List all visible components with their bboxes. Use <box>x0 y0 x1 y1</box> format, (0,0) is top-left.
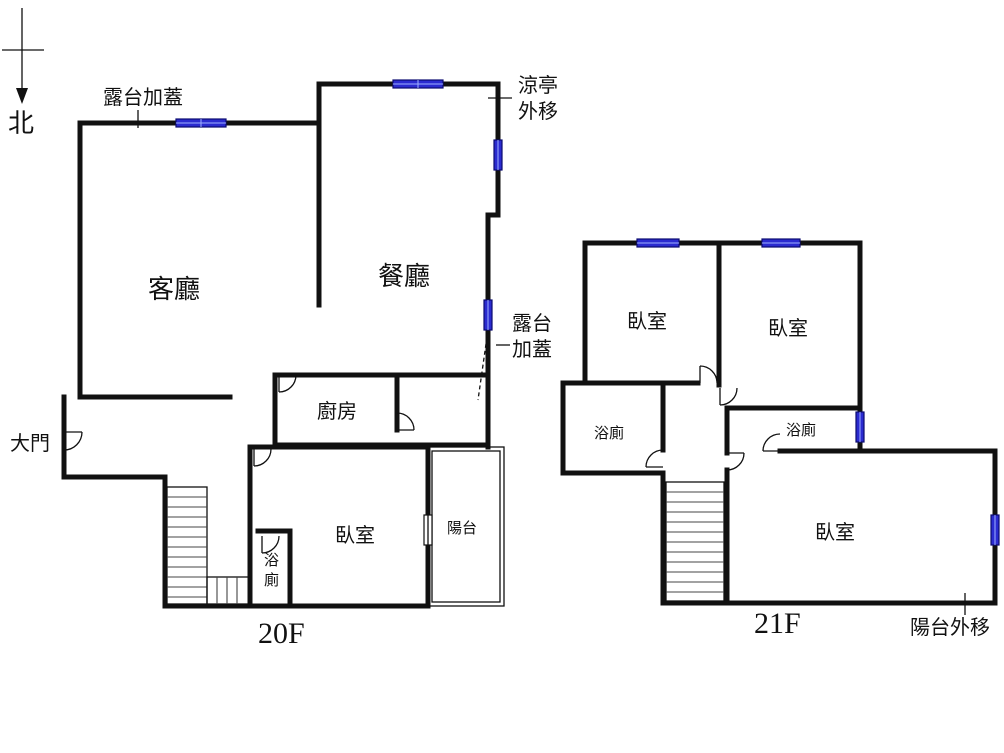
window-icon <box>392 79 444 89</box>
floor-label-21f: 21F <box>754 607 801 640</box>
floor-20f-stairs <box>166 486 251 605</box>
terrace-partition <box>477 329 489 401</box>
room-label-master-bedroom: 臥室 <box>815 520 855 544</box>
door-icon <box>726 452 745 471</box>
wall <box>61 394 431 609</box>
wall <box>582 240 863 411</box>
floor-20f-walls <box>61 81 505 609</box>
note-terrace-cover-right-line1: 露台 <box>512 311 552 335</box>
floor-21f-doors <box>645 365 781 471</box>
floor-20f-windows <box>175 79 503 546</box>
door-icon <box>699 365 718 384</box>
door-icon <box>253 448 272 467</box>
room-label-living: 客廳 <box>148 275 200 305</box>
floor-21f-walls <box>560 240 998 606</box>
room-label-bath-line1: 浴 <box>264 551 279 569</box>
window-icon <box>175 118 227 128</box>
floor-label-20f: 20F <box>258 617 305 650</box>
door-icon <box>719 387 738 406</box>
room-label-bath-line2: 廁 <box>264 571 279 589</box>
compass-arrow-head <box>16 88 28 104</box>
stair-landing <box>206 576 251 605</box>
note-pavilion-line1: 涼亭 <box>518 73 558 97</box>
floor-20f-doors <box>61 374 415 554</box>
window-icon <box>483 299 493 331</box>
room-label-kitchen: 廚房 <box>317 399 357 423</box>
north-compass: 北 <box>2 8 44 139</box>
main-door-icon <box>61 429 83 455</box>
room-label-bedroom-b: 臥室 <box>768 316 808 340</box>
floor-21f: 臥室 臥室 浴廁 浴廁 臥室 陽台外移 21F <box>560 238 1000 640</box>
door-icon <box>762 433 781 452</box>
note-main-door: 大門 <box>10 431 50 455</box>
window-icon <box>493 139 503 171</box>
window-icon <box>761 238 801 248</box>
wall <box>560 380 666 476</box>
wall <box>255 528 293 609</box>
room-label-balcony: 陽台 <box>447 519 477 537</box>
wall <box>660 470 730 606</box>
door-icon <box>396 412 415 431</box>
room-label-dining: 餐廳 <box>378 262 430 292</box>
room-label-bath-right: 浴廁 <box>786 421 816 439</box>
door-icon <box>645 449 664 468</box>
floor-20f: 客廳 餐廳 廚房 臥室 陽台 浴 廁 露台加蓋 涼亭 外移 露台 加蓋 大門 2… <box>10 73 558 650</box>
room-label-bedroom-a: 臥室 <box>627 309 667 333</box>
floor-21f-stairs <box>665 481 725 602</box>
wall <box>272 372 491 448</box>
compass-north-label: 北 <box>8 109 34 139</box>
room-label-bath-left: 浴廁 <box>594 424 624 442</box>
note-terrace-cover-top: 露台加蓋 <box>103 85 183 109</box>
note-pavilion-line2: 外移 <box>518 99 558 123</box>
window-icon <box>636 238 680 248</box>
window-icon <box>855 411 865 443</box>
door-icon <box>278 374 297 393</box>
stair-outline <box>166 486 208 605</box>
wall <box>77 120 233 400</box>
floor-21f-windows <box>636 238 1000 546</box>
window-icon <box>423 514 433 546</box>
note-terrace-cover-right-line2: 加蓋 <box>512 337 552 361</box>
room-label-bedroom: 臥室 <box>335 523 375 547</box>
window-icon <box>990 514 1000 546</box>
door-icon <box>261 535 280 554</box>
note-balcony-moved: 陽台外移 <box>910 615 990 639</box>
